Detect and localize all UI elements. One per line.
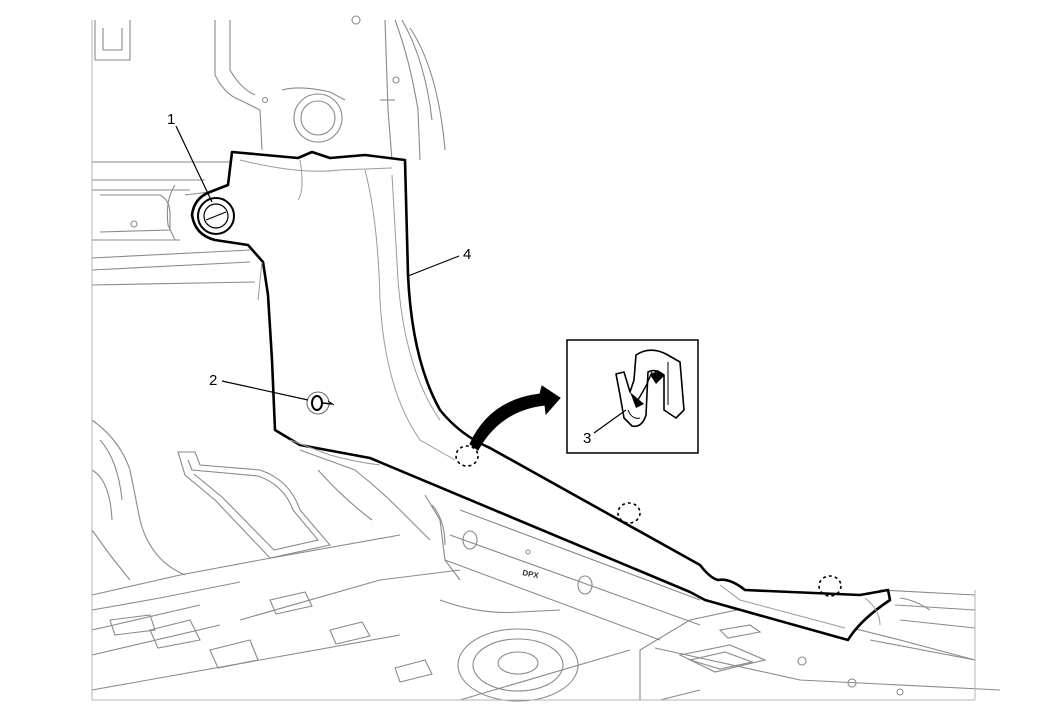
trim-panel xyxy=(190,150,892,642)
retainer-1 xyxy=(197,197,235,235)
callout-3: 3 xyxy=(583,430,591,447)
clip-location-3 xyxy=(818,575,842,597)
clip-location-1 xyxy=(455,445,479,467)
callout-1: 1 xyxy=(167,111,175,128)
callout-2: 2 xyxy=(209,372,217,389)
callout-4: 4 xyxy=(463,246,471,263)
callouts: 1 2 3 4 xyxy=(167,111,627,447)
trim-panel-outline xyxy=(190,150,892,642)
fastener-2 xyxy=(306,391,335,415)
detail-arrow xyxy=(469,385,561,451)
clip-locations xyxy=(455,445,842,597)
clip-detail-box xyxy=(566,339,699,454)
clip-location-2 xyxy=(617,502,641,524)
stamp-marking: DPX xyxy=(522,568,541,580)
retainer-clip-3 xyxy=(615,349,685,428)
vehicle-body-background: DPX xyxy=(91,15,1001,702)
